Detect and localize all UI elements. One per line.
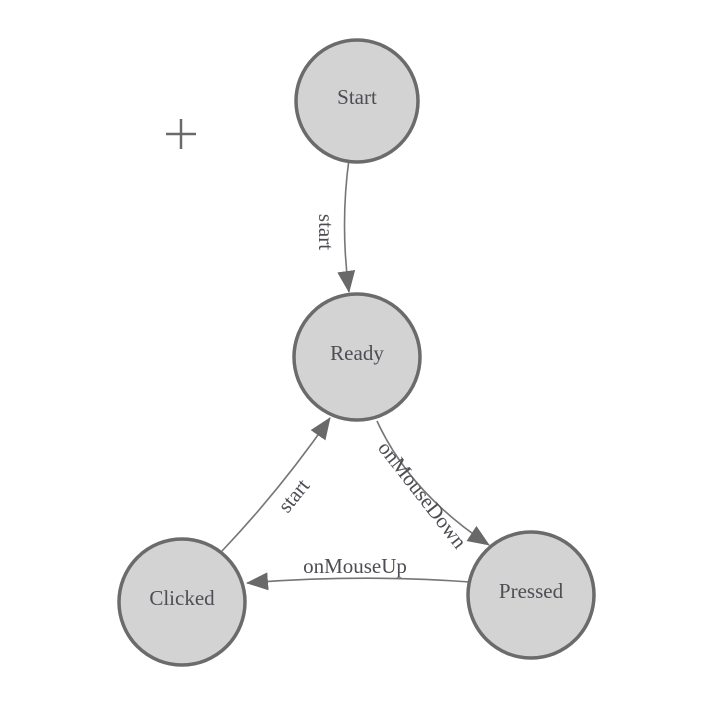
node-circle-pressed[interactable] — [466, 530, 596, 660]
node-circle-start[interactable] — [294, 38, 420, 164]
node-ready[interactable]: Ready — [292, 292, 422, 422]
edge-clicked-to-ready[interactable]: start — [221, 417, 331, 552]
edge-label-onmousedown[interactable]: onMouseDown — [373, 436, 472, 553]
node-pressed[interactable]: Pressed — [466, 530, 596, 660]
node-start[interactable]: Start — [294, 38, 420, 164]
edge-line-ready-to-pressed[interactable] — [376, 420, 490, 546]
edge-pressed-to-clicked[interactable]: onMouseUp — [246, 554, 471, 591]
node-label-pressed: Pressed — [499, 579, 564, 603]
node-clicked[interactable]: Clicked — [117, 537, 247, 667]
edge-line-pressed-to-clicked[interactable] — [246, 572, 471, 591]
crosshair-icon — [166, 119, 196, 149]
node-circle-clicked[interactable] — [117, 537, 247, 667]
edge-label-start-2[interactable]: start — [273, 474, 315, 517]
edge-ready-to-pressed[interactable]: onMouseDown — [373, 420, 490, 553]
edge-label-onmouseup[interactable]: onMouseUp — [303, 554, 407, 578]
edge-line-clicked-to-ready[interactable] — [221, 417, 331, 552]
node-label-clicked: Clicked — [149, 586, 215, 610]
edge-label-start[interactable]: start — [314, 214, 338, 250]
node-circle-ready[interactable] — [292, 292, 422, 422]
edge-line-start-to-ready[interactable] — [337, 158, 356, 293]
node-label-start: Start — [337, 85, 377, 109]
edge-start-to-ready[interactable]: start — [314, 158, 356, 293]
node-label-ready: Ready — [330, 341, 384, 365]
